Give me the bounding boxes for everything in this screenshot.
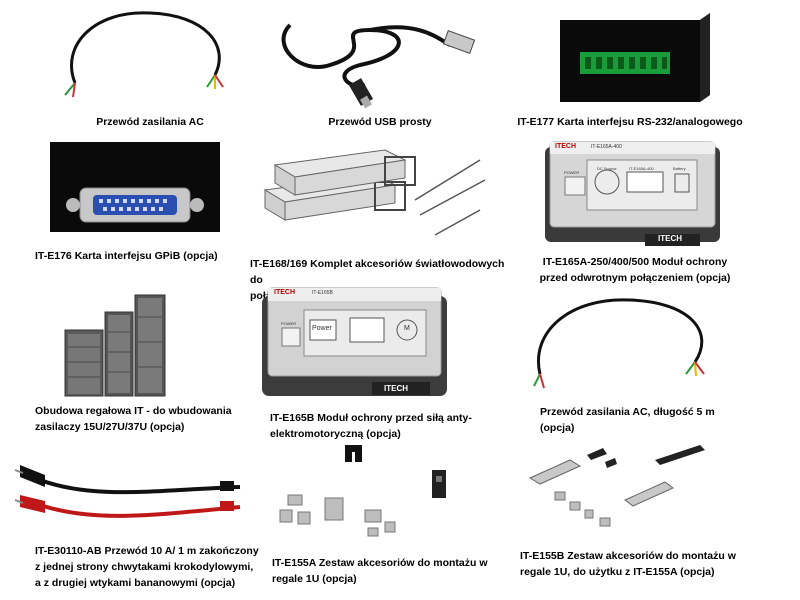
e165b-model: IT-E165B [312,290,333,296]
test-leads-image [14,455,245,535]
caption: IT-E155A Zestaw akcesoriów do montażu w … [272,557,488,585]
caption: Obudowa regałowa IT - do wbudowania zasi… [35,405,232,433]
fiber-kit-image [255,140,490,250]
e165b-power-label: Power [312,325,332,332]
caption: IT-E165B Moduł ochrony przed siłą anty- … [270,412,472,440]
gpib-card-image [45,140,225,235]
e165a-device: ITECH IT-E165A-400 POWER DC Source IT-E1… [545,141,720,252]
e165a-center-label: IT-E165A-400 [629,166,654,171]
ac-cable-image [55,5,230,100]
caption: Przewód USB prosty [328,116,432,128]
usb-cable-image [270,5,480,110]
caption: Przewód zasilania AC, długość 5 m (opcja… [540,406,715,434]
e165b-power-small-label: POWER [281,321,297,326]
e165a-brand: ITECH [555,143,576,150]
caption: IT-E177 Karta interfejsu RS-232/analogow… [517,116,743,128]
caption: IT-E176 Karta interfejsu GPiB (opcja) [35,250,218,262]
e165b-front-brand: ITECH [384,384,408,393]
e165b-device: ITECH IT-E165B POWER Power M ITECH [262,287,447,400]
e165a-dc-label: DC Source [597,166,617,171]
caption: IT-E155B Zestaw akcesoriów do montażu w … [520,550,736,578]
ac-cable-5m-image [530,292,720,392]
rs232-card-image [550,10,715,105]
e165a-power-label: POWER [564,170,580,175]
e165a-front-brand: ITECH [658,234,682,243]
e165a-battery-label: Battery [673,166,686,171]
caption: IT-E30110-AB Przewód 10 A/ 1 m zakończon… [35,545,259,589]
caption: IT-E165A-250/400/500 Moduł ochrony przed… [539,256,731,284]
rack-kit-a-image [270,440,470,540]
e165b-motor-label: M [404,325,410,332]
e165a-model: IT-E165A-400 [591,144,622,150]
rack-kit-b-image [525,440,740,535]
rack-cabinet-image [60,292,170,400]
caption: Przewód zasilania AC [96,116,204,128]
e165b-brand: ITECH [274,289,295,296]
